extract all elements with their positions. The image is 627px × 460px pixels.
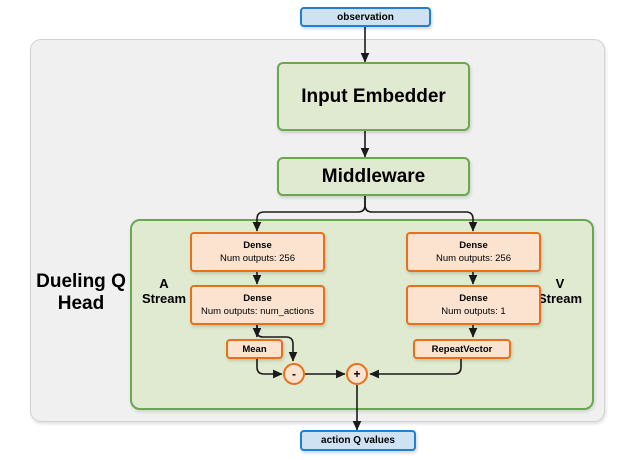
observation-label: observation: [337, 11, 394, 23]
v-dense-1-title: Dense: [459, 293, 488, 304]
v-stream-label-line2: Stream: [537, 291, 583, 307]
add-operator-symbol: +: [353, 367, 361, 381]
mean-box: Mean: [226, 339, 283, 359]
v-dense-256-detail: Num outputs: 256: [436, 253, 511, 264]
a-dense-num-actions-detail: Num outputs: num_actions: [200, 306, 314, 317]
v-stream-label: V Stream: [534, 276, 586, 307]
action-q-values-label: action Q values: [321, 435, 395, 446]
a-dense-num-actions-title: Dense: [243, 293, 272, 304]
subtract-operator: -: [283, 363, 305, 385]
v-dense-256-title: Dense: [459, 240, 488, 251]
input-embedder-box: Input Embedder: [277, 62, 470, 131]
a-dense-256-detail: Num outputs: 256: [220, 253, 295, 264]
subtract-operator-symbol: -: [292, 367, 296, 381]
a-stream-label-line2: Stream: [141, 291, 187, 307]
add-operator: +: [346, 363, 368, 385]
repeat-vector-box: RepeatVector: [413, 339, 511, 359]
v-dense-1-box: Dense Num outputs: 1: [406, 285, 541, 325]
dueling-q-head-title: Dueling Q Head: [33, 271, 129, 316]
dueling-q-head-title-text: Dueling Q Head: [36, 271, 126, 315]
a-dense-num-actions-box: Dense Num outputs: num_actions: [190, 285, 325, 325]
action-q-values-box: action Q values: [300, 430, 416, 451]
observation-box: observation: [300, 7, 431, 27]
input-embedder-label: Input Embedder: [301, 85, 446, 107]
a-dense-256-title: Dense: [243, 240, 272, 251]
a-stream-label-line1: A: [159, 276, 169, 291]
a-stream-label: A Stream: [138, 276, 190, 307]
a-dense-256-box: Dense Num outputs: 256: [190, 232, 325, 272]
v-dense-256-box: Dense Num outputs: 256: [406, 232, 541, 272]
v-stream-label-line1: V: [555, 276, 565, 291]
repeat-vector-label: RepeatVector: [431, 343, 493, 355]
v-dense-1-detail: Num outputs: 1: [441, 306, 506, 317]
mean-label: Mean: [242, 343, 267, 355]
middleware-box: Middleware: [277, 157, 470, 196]
middleware-label: Middleware: [321, 165, 426, 187]
